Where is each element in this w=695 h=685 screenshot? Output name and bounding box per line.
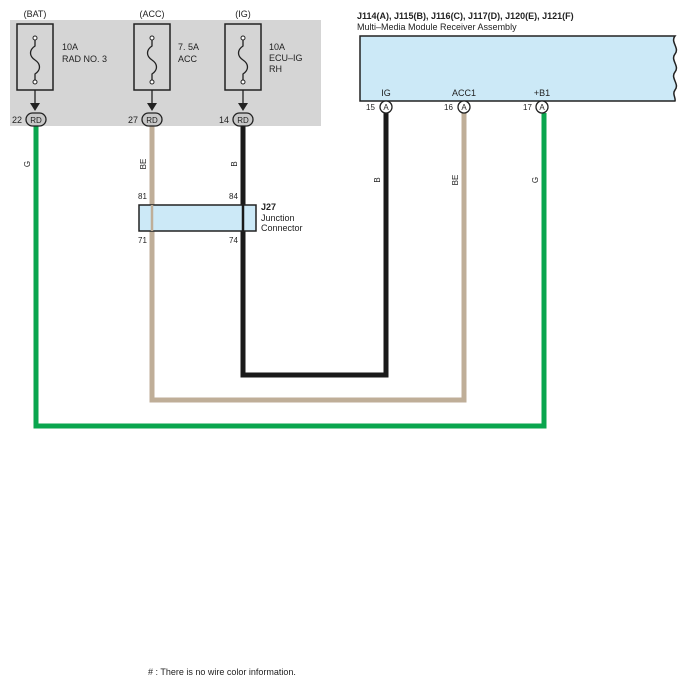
svg-text:A: A xyxy=(383,103,389,112)
module-pin-num-acc1: 16 xyxy=(444,103,453,112)
fuse-ig xyxy=(224,23,262,111)
module-code: J114(A), J115(B), J116(C), J117(D), J120… xyxy=(357,11,574,21)
wire-label-acc-left: BE xyxy=(139,159,148,170)
fuse-source-ig: (IG) xyxy=(235,9,251,19)
junction-name1: Junction xyxy=(261,213,295,223)
junction-pin-71: 71 xyxy=(138,236,147,245)
svg-text:A: A xyxy=(461,103,467,112)
module-pin-acc1 xyxy=(457,100,471,114)
fuse-pin-bat: RD xyxy=(25,112,47,127)
svg-text:A: A xyxy=(539,103,545,112)
fuse-pin-num-ig: 14 xyxy=(219,115,229,125)
fuse-pin-num-acc: 27 xyxy=(128,115,138,125)
junction-pin-81: 81 xyxy=(138,192,147,201)
junction-connector-body xyxy=(138,204,257,232)
fuse-rating-ig: 10A xyxy=(269,42,285,52)
fuse-acc xyxy=(133,23,171,111)
fuse-rating-acc: 7. 5A xyxy=(178,42,199,52)
fuse-name-ig: ECU–IG xyxy=(269,53,303,63)
module-signal-acc1: ACC1 xyxy=(452,88,476,98)
module-name: Multi–Media Module Receiver Assembly xyxy=(357,22,517,32)
fuse-source-bat: (BAT) xyxy=(24,9,47,19)
wire-label-ig-right: B xyxy=(373,177,382,182)
module-signal-b1: +B1 xyxy=(534,88,550,98)
wire-g-bat xyxy=(33,113,547,429)
fuse-name-acc: ACC xyxy=(178,54,198,64)
module-pin-num-b1: 17 xyxy=(523,103,532,112)
module-pin-ig xyxy=(379,100,393,114)
wire-label-bat: G xyxy=(23,161,32,167)
wire-be-acc xyxy=(149,113,467,403)
wire-label-b1-right: G xyxy=(531,177,540,183)
junction-pin-84: 84 xyxy=(229,192,238,201)
svg-text:RD: RD xyxy=(30,116,42,125)
fuse-source-acc: (ACC) xyxy=(140,9,165,19)
svg-text:RD: RD xyxy=(146,116,158,125)
junction-pin-74: 74 xyxy=(229,236,238,245)
wire-label-ig-left: B xyxy=(230,161,239,166)
fuse-name2-ig: RH xyxy=(269,64,282,74)
fuse-rating-bat: 10A xyxy=(62,42,78,52)
module-pin-b1 xyxy=(535,100,549,114)
fuse-bat xyxy=(16,23,54,111)
footnote: # : There is no wire color information. xyxy=(148,667,296,677)
fuse-name-bat: RAD NO. 3 xyxy=(62,54,107,64)
svg-text:RD: RD xyxy=(237,116,249,125)
fuse-box-panel xyxy=(10,20,321,126)
wire-label-acc-right: BE xyxy=(451,175,460,186)
wire-b-ig xyxy=(240,113,389,378)
module-signal-ig: IG xyxy=(381,88,391,98)
fuse-pin-ig: RD xyxy=(232,112,254,127)
junction-code: J27 xyxy=(261,202,276,212)
fuse-pin-num-bat: 22 xyxy=(12,115,22,125)
module-pin-num-ig: 15 xyxy=(366,103,375,112)
junction-name2: Connector xyxy=(261,223,303,233)
module-body xyxy=(359,35,678,102)
fuse-pin-acc: RD xyxy=(141,112,163,127)
